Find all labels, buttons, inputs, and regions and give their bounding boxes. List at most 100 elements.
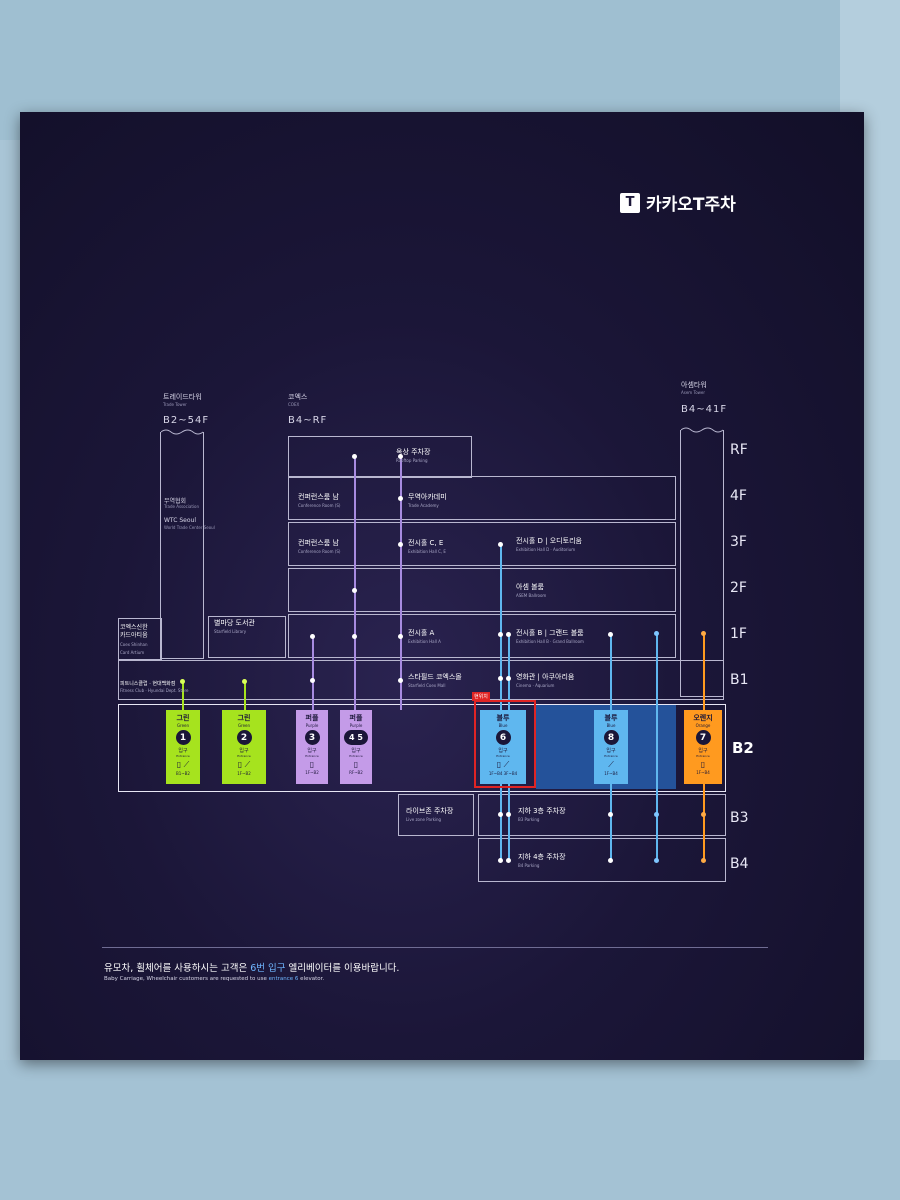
room-conf-4f-en: Conference Room (S) [298, 503, 341, 508]
room-rooftop-en: Rooftop Parking [396, 458, 428, 463]
tower-asem-range: B4~41F [681, 404, 728, 415]
entrance-6-range: 1F~B4 3F~B4 [488, 771, 518, 776]
entrance-3-range: 1F~B2 [305, 770, 319, 775]
entrance-6-color-en: Blue [498, 723, 508, 728]
route-dot [398, 454, 403, 459]
route-dot [654, 631, 659, 636]
entrance-8-color: 블루 [604, 714, 618, 722]
room-asem-en: ASEM Ballroom [516, 593, 547, 598]
floor-label-3f: 3F [730, 534, 747, 550]
floor-b3-box [478, 794, 726, 836]
entrance-7-color-en: Orange [695, 723, 711, 728]
route-dot [701, 858, 706, 863]
entrance-4-5-color: 퍼플 [349, 714, 363, 722]
floor-label-rf: RF [730, 442, 748, 458]
floor-label-2f: 2F [730, 580, 747, 596]
floor-1f-box [288, 614, 676, 658]
entrance-3-color-en: Purple [305, 723, 319, 728]
route-dot [506, 676, 511, 681]
notice-en-highlight: entrance 6 [268, 976, 299, 982]
room-b4-en: B4 Parking [518, 863, 540, 868]
room-hall-ce-en: Exhibition Hall C, E [408, 549, 446, 554]
route-dot [498, 632, 503, 637]
floor-label-b1: B1 [730, 672, 749, 688]
route-dot [608, 858, 613, 863]
route-line-purple-45b [400, 456, 402, 710]
entrance-4-5-label: 입구 [351, 748, 361, 754]
room-hall-b-ko: 전시홀 B | 그랜드 볼룸 [516, 629, 584, 637]
tower-trade-name-en: Trade Tower [163, 402, 187, 407]
room-asem-ko: 아셈 볼룸 [516, 583, 544, 591]
route-line-green-2 [244, 682, 246, 710]
room-asem: 아셈 볼룸 ASEM Ballroom [516, 582, 546, 598]
notice-en: Baby Carriage, Wheelchair customers are … [104, 976, 324, 982]
room-hall-b-en: Exhibition Hall B · Grand Ballroom [516, 639, 584, 644]
elevator-escalator-icon: ▯ ⟋ [237, 760, 251, 769]
wtc-label: WTC Seoul [164, 517, 196, 524]
floor-label-b4: B4 [730, 856, 749, 872]
notice-divider [102, 947, 768, 948]
route-dot [608, 632, 613, 637]
route-dot [398, 678, 403, 683]
room-b4-ko: 지하 4층 주차장 [518, 853, 566, 861]
route-dot [498, 858, 503, 863]
route-dot [310, 634, 315, 639]
room-conf-3f-ko: 컨퍼런스룸 남 [298, 539, 339, 547]
notice-ko-pre: 유모차, 휠체어를 사용하시는 고객은 [104, 963, 251, 974]
route-dot [180, 679, 185, 684]
route-dot [701, 812, 706, 817]
entrance-1: 그린 Green 1 입구 Entrance ▯ ⟋ B1~B2 [166, 710, 200, 784]
tower-asem-name-en: Asem Tower [681, 390, 706, 395]
entrance-4-5-color-en: Purple [349, 723, 363, 728]
brand: T 카카오T주차 [620, 190, 736, 215]
floor-3f-box [288, 522, 676, 566]
elevator-escalator-icon: ▯ ⟋ [496, 760, 510, 769]
trade-assoc-label: 무역협회 [164, 498, 187, 505]
route-dot [242, 679, 247, 684]
room-live-zone-en: Live zone Parking [406, 817, 442, 822]
route-dot [310, 678, 315, 683]
entrance-1-color: 그린 [176, 714, 190, 722]
entrance-2-color: 그린 [237, 714, 251, 722]
asem-tower-column [680, 427, 724, 697]
entrance-6-label: 입구 [498, 748, 508, 754]
tower-coex-name-en: COEX [288, 402, 300, 407]
floor-b1-box [118, 660, 724, 700]
room-starfield-ko: 별마당 도서관 [214, 619, 255, 627]
tower-trade-range: B2~54F [163, 415, 210, 426]
floor-label-1f: 1F [730, 626, 747, 642]
room-hall-d-ko: 전시홀 D | 오디토리움 [516, 537, 582, 545]
room-cinema-ko: 영화관 | 아쿠아리움 [516, 673, 575, 681]
elevator-escalator-icon: ▯ ⟋ [176, 760, 190, 769]
kakao-t-logo-icon: T [620, 192, 640, 213]
entrance-4-5: 퍼플 Purple 4 5 입구 Entrance ▯ RF~B2 [340, 710, 372, 784]
entrance-2-number: 2 [236, 730, 252, 745]
room-starfield-en: Starfield Library [214, 629, 247, 634]
entrance-2-label-en: Entrance [237, 754, 251, 758]
entrance-2-color-en: Green [237, 723, 251, 728]
room-hall-a-ko: 전시홀 A [408, 629, 435, 637]
floor-label-b2: B2 [732, 739, 754, 757]
room-academy-en: Trade Academy [408, 503, 439, 508]
entrance-8-label: 입구 [606, 748, 616, 754]
route-dot [654, 858, 659, 863]
floor-b4-box [478, 838, 726, 882]
route-line-purple-45 [354, 456, 356, 710]
route-line-purple-3 [312, 636, 314, 710]
room-hall-ce: 전시홀 C, E Exhibition Hall C, E [408, 538, 446, 554]
route-dot [506, 812, 511, 817]
room-hall-ce-ko: 전시홀 C, E [408, 539, 444, 547]
elevator-icon: ▯ [700, 760, 706, 769]
tower-trade-name: 트레이드타워 [163, 393, 202, 401]
room-b4: 지하 4층 주차장 B4 Parking [518, 852, 566, 868]
card-artium-box [118, 618, 162, 660]
entrance-1-color-en: Green [176, 723, 190, 728]
entrance-3-number: 3 [304, 730, 320, 745]
floor-2f-box [288, 568, 676, 612]
wavy-top-icon [681, 427, 723, 433]
current-location-badge: 현위치 [472, 692, 490, 701]
